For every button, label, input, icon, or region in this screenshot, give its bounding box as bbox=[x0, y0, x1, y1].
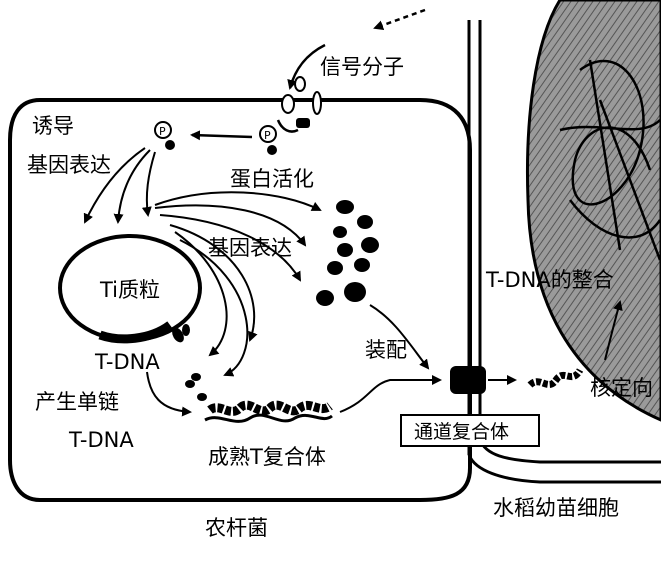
signal-curve-arrow bbox=[287, 43, 326, 90]
channel-complex-box bbox=[400, 414, 540, 447]
label-produce-single-strand: 产生单链 bbox=[35, 390, 119, 414]
mature-t-complex bbox=[207, 400, 333, 416]
ss-tdna-pieces bbox=[172, 324, 207, 401]
label-channel-complex: 通道复合体 bbox=[414, 421, 509, 443]
label-signal-molecule: 信号分子 bbox=[320, 55, 404, 79]
label-assembly: 装配 bbox=[365, 338, 407, 362]
label-mature-complex: 成熟T复合体 bbox=[208, 445, 326, 469]
label-protein-activation: 蛋白活化 bbox=[230, 167, 314, 191]
phospho-protein-2: P bbox=[154, 121, 175, 150]
label-agrobacterium: 农杆菌 bbox=[205, 516, 268, 540]
export-arrow bbox=[339, 375, 442, 413]
induction-arrows bbox=[83, 147, 156, 224]
label-gene-expression: 基因表达 bbox=[208, 236, 292, 260]
assembly-arrow bbox=[369, 304, 430, 370]
svg-text:P: P bbox=[159, 125, 166, 138]
produce-ss-arrow bbox=[146, 371, 192, 417]
label-nuclear-targeting: 核定向 bbox=[590, 376, 653, 400]
signal-arrow bbox=[373, 8, 426, 30]
membrane-receptors bbox=[276, 76, 322, 133]
agrobacterium-membrane bbox=[8, 98, 472, 502]
nuclear-targeting-arrow bbox=[604, 300, 623, 361]
label-rice-seedling-cell: 水稻幼苗细胞 bbox=[493, 496, 619, 520]
activation-arrow bbox=[190, 130, 253, 141]
label-tdna-integration: T-DNA的整合 bbox=[485, 268, 614, 292]
vir-proteins bbox=[316, 200, 379, 306]
imported-t-complex bbox=[527, 368, 584, 388]
label-induce-gene-expression: 基因表达 bbox=[27, 153, 111, 177]
t-dna-segment bbox=[98, 321, 173, 344]
label-ti-plasmid: Ti质粒 bbox=[99, 278, 160, 302]
svg-text:P: P bbox=[264, 129, 271, 142]
channel-complex-pore bbox=[450, 366, 486, 394]
nucleus bbox=[525, 0, 661, 422]
label-induce: 诱导 bbox=[32, 114, 74, 138]
phospho-protein-1: P bbox=[259, 125, 277, 155]
label-t-dna: T-DNA bbox=[94, 350, 160, 374]
gene-expression-arrows bbox=[154, 191, 322, 377]
label-single-strand-tdna: T-DNA bbox=[68, 428, 134, 452]
